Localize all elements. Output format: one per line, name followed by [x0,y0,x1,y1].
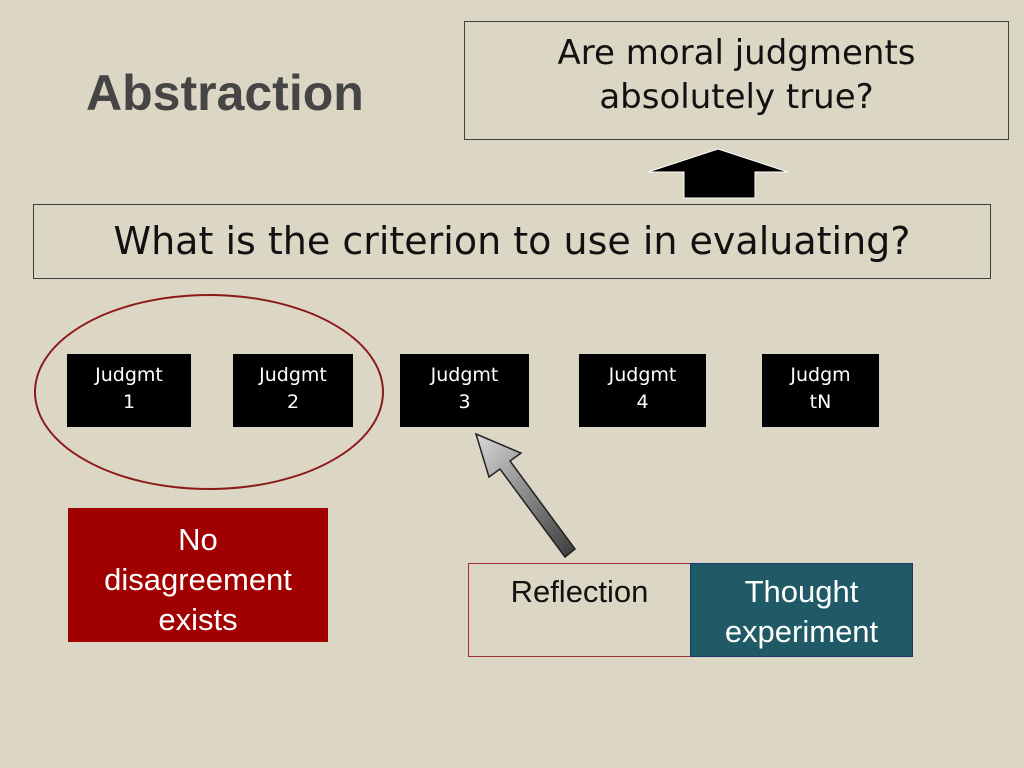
criterion-box: What is the criterion to use in evaluati… [33,204,991,279]
no-disagreement-box: No disagreement exists [68,508,328,642]
reflection-box: Reflection [468,563,691,657]
up-arrow-icon [647,148,789,199]
judgment-box-n: Judgm tN [762,354,879,427]
diagonal-arrow-icon [474,432,577,559]
judgment-box-4: Judgmt 4 [579,354,706,427]
judgment-box-3: Judgmt 3 [400,354,529,427]
judgment-box-1: Judgmt 1 [67,354,191,427]
question-box: Are moral judgments absolutely true? [464,21,1009,140]
thought-experiment-box: Thought experiment [690,563,913,657]
judgment-box-2: Judgmt 2 [233,354,353,427]
slide-title: Abstraction [86,65,364,121]
judgments-group-ellipse [34,294,384,490]
